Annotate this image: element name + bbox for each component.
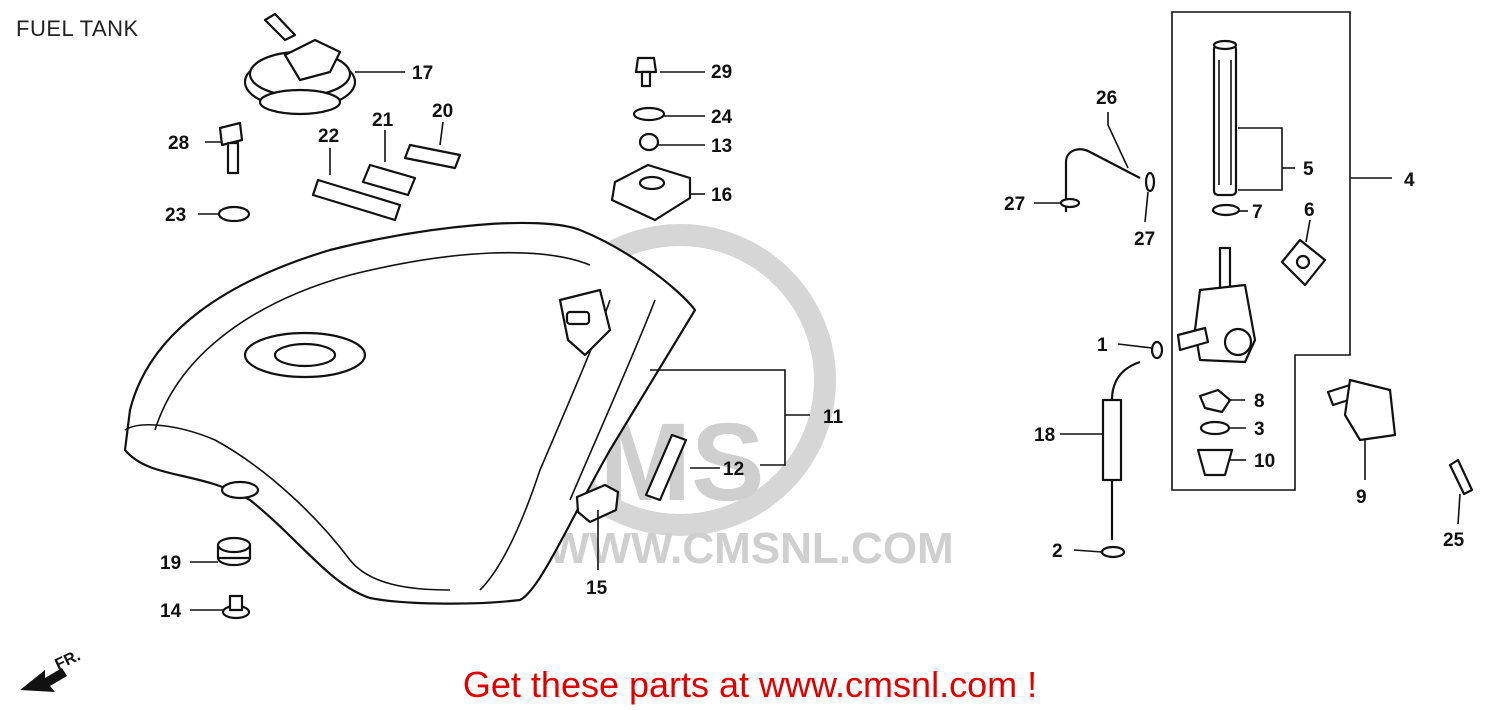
callout-23: 23 (165, 205, 186, 226)
washer-24[interactable] (632, 106, 666, 122)
rubber-pad-12[interactable] (644, 433, 688, 502)
o-ring-3[interactable] (1199, 420, 1231, 436)
promo-text: Get these parts at www.cmsnl.com ! (462, 664, 1038, 705)
strainer-5[interactable] (1212, 39, 1238, 197)
callout-14: 14 (160, 601, 182, 622)
callout-12: 12 (723, 459, 744, 480)
callout-16: 16 (711, 185, 732, 206)
clip-2[interactable] (1100, 545, 1126, 559)
clip-27-right[interactable] (1144, 171, 1156, 193)
callout-3: 3 (1254, 419, 1265, 440)
callout-17: 17 (412, 63, 433, 84)
callout-7: 7 (1252, 202, 1263, 223)
packing-8[interactable] (1198, 388, 1232, 414)
callout-15: 15 (586, 578, 608, 599)
callout-labels: 17 28 22 21 20 23 29 24 13 16 11 12 15 1… (160, 62, 1465, 622)
leader-lines (190, 71, 1461, 611)
callout-2: 2 (1052, 541, 1063, 562)
callout-28: 28 (168, 133, 189, 154)
callout-26: 26 (1096, 88, 1117, 109)
callout-10: 10 (1254, 451, 1275, 472)
callout-9: 9 (1356, 487, 1367, 508)
callout-5: 5 (1303, 159, 1314, 180)
bolt-28[interactable] (218, 121, 244, 175)
bolt-29[interactable] (634, 56, 658, 88)
bracket-16[interactable] (610, 163, 692, 222)
callout-6: 6 (1304, 200, 1315, 221)
clip-27-left[interactable] (1059, 197, 1081, 209)
watermark-url: WWW.CMSNL.COM (548, 524, 954, 573)
callout-27-left: 27 (1004, 194, 1025, 215)
fuel-cock-assy-outline (1171, 11, 1351, 491)
lever-plate-6[interactable] (1280, 238, 1327, 287)
knob-9[interactable] (1326, 378, 1397, 442)
callout-21: 21 (372, 110, 394, 131)
clip-15[interactable] (575, 483, 620, 524)
fuel-tube-18[interactable] (1101, 360, 1141, 540)
bolt-14[interactable] (221, 594, 251, 620)
washer-23[interactable] (217, 205, 251, 223)
clip-1[interactable] (1150, 340, 1164, 360)
fuel-cap[interactable] (243, 12, 357, 116)
screw-25[interactable] (1448, 458, 1474, 496)
callout-20: 20 (432, 101, 453, 122)
callout-4: 4 (1404, 170, 1415, 191)
callout-29: 29 (711, 62, 732, 83)
collar-13[interactable] (638, 132, 660, 152)
cup-10[interactable] (1196, 448, 1234, 477)
fuel-cock-body[interactable] (1176, 246, 1257, 364)
callout-27-right: 27 (1134, 229, 1155, 250)
callout-13: 13 (711, 136, 732, 157)
callout-18: 18 (1034, 425, 1055, 446)
callout-8: 8 (1254, 391, 1265, 412)
callout-1: 1 (1097, 335, 1108, 356)
labels[interactable] (311, 143, 462, 222)
cushion-19[interactable] (216, 536, 252, 567)
breather-tube-26[interactable] (1064, 148, 1141, 212)
callout-11: 11 (823, 407, 844, 428)
callout-22: 22 (318, 126, 339, 147)
callout-19: 19 (160, 553, 181, 574)
callout-25: 25 (1443, 530, 1465, 551)
o-ring-7[interactable] (1211, 203, 1241, 217)
callout-24: 24 (711, 107, 733, 128)
page-title: FUEL TANK (16, 16, 139, 41)
